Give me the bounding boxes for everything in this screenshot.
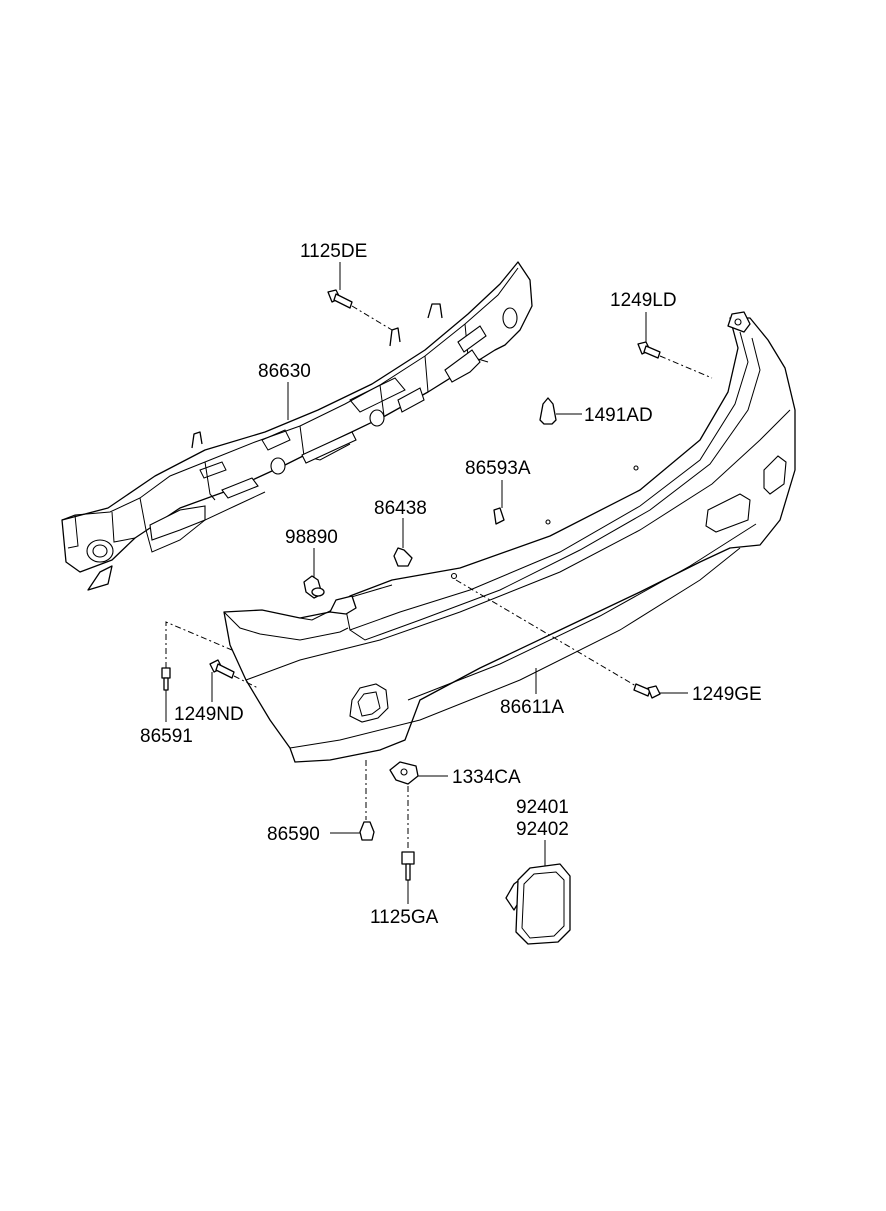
- label-86630: 86630: [258, 361, 311, 382]
- label-86611A: 86611A: [500, 697, 564, 718]
- label-1491AD: 1491AD: [584, 405, 653, 426]
- screw-86591: [161, 667, 171, 691]
- bolt-1249GE: [633, 683, 661, 699]
- nut-86438: [393, 547, 413, 567]
- bracket-1334CA: [389, 761, 419, 785]
- label-92402: 92402: [516, 819, 569, 840]
- label-98890: 98890: [285, 527, 338, 548]
- clip-86590: [359, 821, 375, 841]
- label-86591: 86591: [140, 726, 193, 747]
- bolt-1249LD: [637, 341, 661, 359]
- label-86438: 86438: [374, 498, 427, 519]
- bolt-1125GA: [401, 851, 415, 881]
- screw-1249ND: [209, 659, 235, 679]
- label-92401: 92401: [516, 797, 569, 818]
- tow-hook-cover: [505, 863, 571, 945]
- label-86593A: 86593A: [465, 458, 531, 479]
- label-1249LD: 1249LD: [610, 290, 677, 311]
- bumper-cover: [223, 311, 796, 763]
- bolt-1125DE: [327, 289, 353, 309]
- clip-98890: [303, 575, 325, 599]
- label-1334CA: 1334CA: [452, 767, 521, 788]
- label-1249ND: 1249ND: [174, 704, 244, 725]
- label-1125GA: 1125GA: [370, 907, 439, 928]
- label-1125DE: 1125DE: [300, 241, 367, 262]
- clip-1491AD: [539, 397, 557, 425]
- label-86590: 86590: [267, 824, 320, 845]
- retainer-86593A: [493, 507, 505, 525]
- label-1249GE: 1249GE: [692, 684, 762, 705]
- bumper-beam: [61, 261, 533, 591]
